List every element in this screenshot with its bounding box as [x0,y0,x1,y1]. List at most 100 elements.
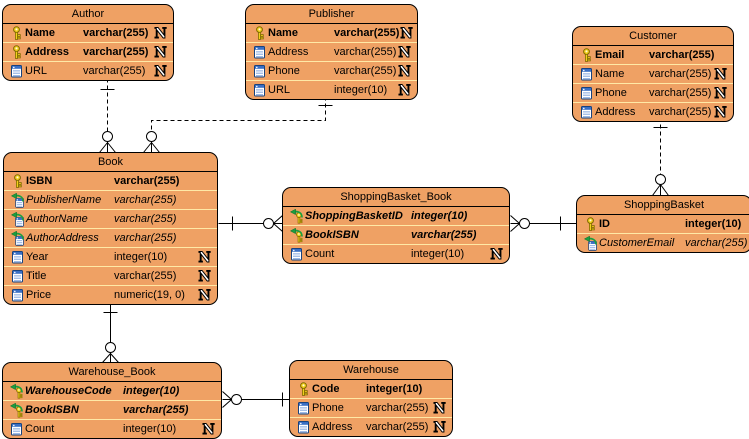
column-type: varchar(255) [685,237,748,249]
column-type: integer(10) [411,210,468,222]
column-row: AuthorAddress varchar(255) [4,228,217,247]
nullable-icon: N [713,68,727,81]
svg-text:N: N [398,46,410,59]
column-name: Phone [268,65,300,77]
column-name: URL [268,84,291,96]
column-name: Phone [595,87,627,99]
column-type: varchar(255) [649,49,715,61]
relationship-warehouse-warehouse_book [222,391,290,408]
column-name: URL [25,65,48,77]
column-name: Address [25,46,70,58]
primary-foreign-key-icon [8,383,25,399]
nullable-icon: N [201,423,215,436]
entity-title: Publisher [246,5,417,24]
column-row: BookISBN varchar(255) [3,400,221,419]
svg-text:N: N [490,248,502,261]
nullable-icon: N [397,46,411,59]
column-type: varchar(255) [114,213,177,225]
primary-foreign-key-icon [8,402,25,418]
column-icon [288,247,305,261]
entity-title: ShoppingBasket_Book [283,188,509,207]
column-name: ShoppingBasketID [305,210,403,222]
column-name: BookISBN [305,229,359,241]
cardinality-zero-circle [102,131,113,142]
foreign-key-icon [9,211,26,227]
nullable-icon: N [399,27,413,40]
column-icon [295,420,312,434]
cardinality-zero-circle [655,174,666,185]
crows-foot [102,353,119,363]
relationship-shoppingbasket-shoppingbasket_book [510,215,577,232]
crows-foot [273,215,283,232]
column-name: PublisherName [26,194,102,206]
nullable-icon: N [197,251,211,264]
svg-text:N: N [714,106,726,119]
nullable-icon: N [153,27,167,40]
nullable-icon: N [713,106,727,119]
nullable-icon: N [432,421,446,434]
column-type: varchar(255) [114,194,177,206]
nullable-icon: N [153,46,167,59]
column-name: BookISBN [25,404,79,416]
svg-text:N: N [198,251,210,264]
nullable-icon: N [197,270,211,283]
column-type: integer(10) [123,423,177,435]
column-row: ShoppingBasketID integer(10) [283,207,509,225]
cardinality-zero-circle [146,131,157,142]
column-type: varchar(255) [649,68,712,80]
column-type: varchar(255) [114,232,177,244]
column-type: varchar(255) [366,421,429,433]
entity-title: Author [3,5,173,24]
column-row: Name varchar(255)N [246,24,417,42]
column-type: integer(10) [685,218,742,230]
relationship-publisher-book [143,96,333,153]
column-icon [578,86,595,100]
column-type: varchar(255) [114,175,180,187]
entity-title: Book [4,153,217,172]
crows-foot [143,142,160,153]
column-name: Name [268,27,298,39]
column-type: varchar(255) [649,106,712,118]
column-icon [9,288,26,302]
column-type: varchar(255) [83,27,149,39]
column-type: varchar(255) [123,404,189,416]
column-name: AuthorName [26,213,88,225]
column-type: varchar(255) [366,402,429,414]
column-icon [251,64,268,78]
column-name: Price [26,289,52,301]
column-type: varchar(255) [334,27,400,39]
foreign-key-icon [582,235,599,251]
column-type: integer(10) [411,248,465,260]
column-icon [9,269,26,283]
nullable-icon: N [397,84,411,97]
primary-foreign-key-icon [288,208,305,224]
primary-key-icon [8,26,25,40]
svg-text:N: N [198,270,210,283]
relationship-book-warehouse_book [102,298,119,363]
column-name: AuthorAddress [26,232,99,244]
svg-text:N: N [154,46,166,59]
column-icon [8,64,25,78]
column-type: integer(10) [366,383,423,395]
column-name: CustomerEmail [599,237,675,249]
crows-foot [510,215,520,232]
cardinality-zero-circle [231,394,242,405]
column-icon [9,250,26,264]
column-row: CustomerEmail varchar(255) [577,233,749,252]
column-name: Address [595,106,636,118]
